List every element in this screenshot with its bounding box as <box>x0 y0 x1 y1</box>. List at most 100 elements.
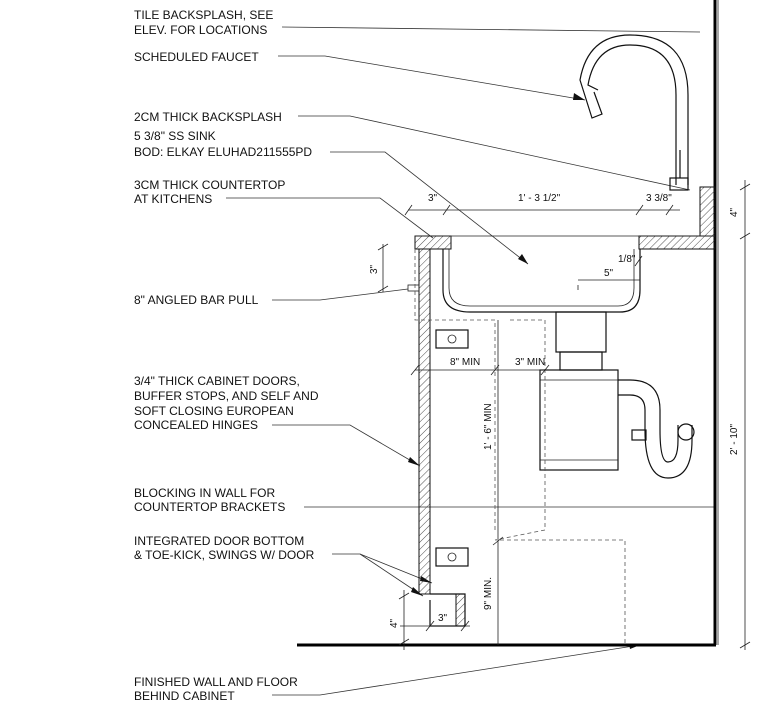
tick <box>739 183 751 191</box>
note-finished-wall: FINISHED WALL AND FLOOR BEHIND CABINET <box>134 675 298 703</box>
tick <box>442 204 451 216</box>
leader-pull <box>272 288 409 301</box>
tick <box>739 232 751 240</box>
tick <box>398 592 410 600</box>
tick <box>404 204 413 216</box>
note-line: COUNTERTOP BRACKETS <box>134 500 285 514</box>
note-line: 2CM THICK BACKSPLASH <box>134 110 282 124</box>
dim-3-min: 3" MIN <box>515 357 545 368</box>
tick <box>635 204 644 216</box>
toe-kick-panel <box>455 593 466 627</box>
leader-sink <box>330 151 529 265</box>
leader-faucet <box>278 55 586 101</box>
note-line: BUFFER STOPS, AND SELF AND <box>134 389 319 403</box>
tick <box>492 536 504 546</box>
note-line: FINISHED WALL AND FLOOR <box>134 675 298 689</box>
leader-backsplash <box>298 115 691 191</box>
arrowhead <box>573 93 585 100</box>
sink-bowl <box>442 249 641 313</box>
note-line: BLOCKING IN WALL FOR <box>134 486 275 500</box>
dim-8-min: 8" MIN <box>450 357 480 368</box>
note-bar-pull: 8" ANGLED BAR PULL <box>134 293 259 307</box>
hinge-lower-cup <box>447 552 457 562</box>
note-ss-sink: 5 3/8" SS SINK BOD: ELKAY ELUHAD211555PD <box>134 129 312 159</box>
note-line: & TOE-KICK, SWINGS W/ DOOR <box>134 548 315 562</box>
dim-pull-height: 3" <box>369 264 380 274</box>
note-line: CONCEALED HINGES <box>134 418 258 432</box>
note-line: SOFT CLOSING EUROPEAN <box>134 404 294 418</box>
note-line: 8" ANGLED BAR PULL <box>134 293 259 307</box>
leader-doors <box>272 424 421 467</box>
note-line: INTEGRATED DOOR BOTTOM <box>134 534 304 548</box>
hinge-upper <box>435 329 469 349</box>
sink-basin-inner <box>448 249 635 307</box>
note-line: BOD: ELKAY ELUHAD211555PD <box>134 145 312 159</box>
note-line: BEHIND CABINET <box>134 689 235 703</box>
leader-countertop <box>226 197 434 239</box>
note-line: 3/4" THICK CABINET DOORS, <box>134 374 300 388</box>
p-trap <box>618 379 695 479</box>
door-panel <box>418 248 431 595</box>
knee-clearance <box>414 249 496 530</box>
trap-outlet <box>618 379 661 430</box>
trap-connection <box>677 423 695 441</box>
note-line: AT KITCHENS <box>134 192 212 206</box>
note-tile-backsplash: TILE BACKSPLASH, SEE ELEV. FOR LOCATIONS <box>134 8 273 37</box>
dim-toe-height: 4" <box>389 618 400 628</box>
tick <box>460 620 470 632</box>
note-line: 3CM THICK COUNTERTOP <box>134 178 285 192</box>
toe-clearance <box>494 319 626 645</box>
note-scheduled-faucet: SCHEDULED FAUCET <box>134 50 259 64</box>
note-line: 5 3/8" SS SINK <box>134 129 216 143</box>
dim-sink-width: 1' - 3 1/2" <box>518 193 561 204</box>
faucet <box>579 34 689 191</box>
arrowhead <box>408 457 420 466</box>
tick <box>398 638 410 646</box>
cabinet-door <box>407 248 466 627</box>
dim-backsplash-height: 4" <box>729 207 740 217</box>
dimensions: 3" 1' - 3 1/2" 3 3/8" 4" 2' - 10" 3" 1/8… <box>369 180 751 650</box>
trap-nut <box>631 429 647 441</box>
dim-sink-gap: 1/8" <box>618 254 636 265</box>
countertop <box>414 186 716 250</box>
faucet-spout <box>587 44 677 185</box>
trap-bend <box>644 425 693 479</box>
leader-finished <box>272 644 641 696</box>
garbage-disposal <box>539 311 619 471</box>
faucet-spout-outer <box>579 34 689 185</box>
hinges <box>435 329 469 567</box>
tick <box>540 364 550 376</box>
dim-total-height: 2' - 10" <box>729 424 740 455</box>
tick <box>377 243 389 251</box>
hinge-lower <box>435 547 469 567</box>
note-line: ELEV. FOR LOCATIONS <box>134 23 267 37</box>
countertop-rear <box>638 235 716 250</box>
bar-pull <box>407 284 420 292</box>
sink-basin <box>442 249 641 313</box>
trap-outlet-inner <box>618 394 646 430</box>
dim-backsplash-offset: 3 3/8" <box>646 193 672 204</box>
tick <box>665 204 674 216</box>
note-2cm-backsplash: 2CM THICK BACKSPLASH <box>134 110 282 124</box>
note-line: TILE BACKSPLASH, SEE <box>134 8 273 22</box>
countertop-front <box>414 235 452 250</box>
dim-knee-height: 1' - 6" MIN <box>483 403 494 450</box>
backsplash <box>699 186 716 237</box>
arrowhead <box>518 254 528 264</box>
hinge-upper-cup <box>447 334 457 344</box>
dim-counter-edge: 3" <box>428 193 438 204</box>
note-blocking: BLOCKING IN WALL FOR COUNTERTOP BRACKETS <box>134 486 285 514</box>
dim-toe-depth: 3" <box>438 613 448 624</box>
tick <box>377 285 389 293</box>
disposal-flange <box>555 311 607 353</box>
disposal-neck <box>559 351 603 371</box>
leader-tile <box>281 26 701 33</box>
dim-sink-depth: 5" <box>604 268 614 279</box>
faucet-base <box>669 177 689 191</box>
tick <box>425 620 435 632</box>
dim-toe-clear: 9" MIN. <box>483 577 494 610</box>
note-3cm-countertop: 3CM THICK COUNTERTOP AT KITCHENS <box>134 178 285 206</box>
tick <box>410 364 420 376</box>
tick <box>739 641 751 649</box>
